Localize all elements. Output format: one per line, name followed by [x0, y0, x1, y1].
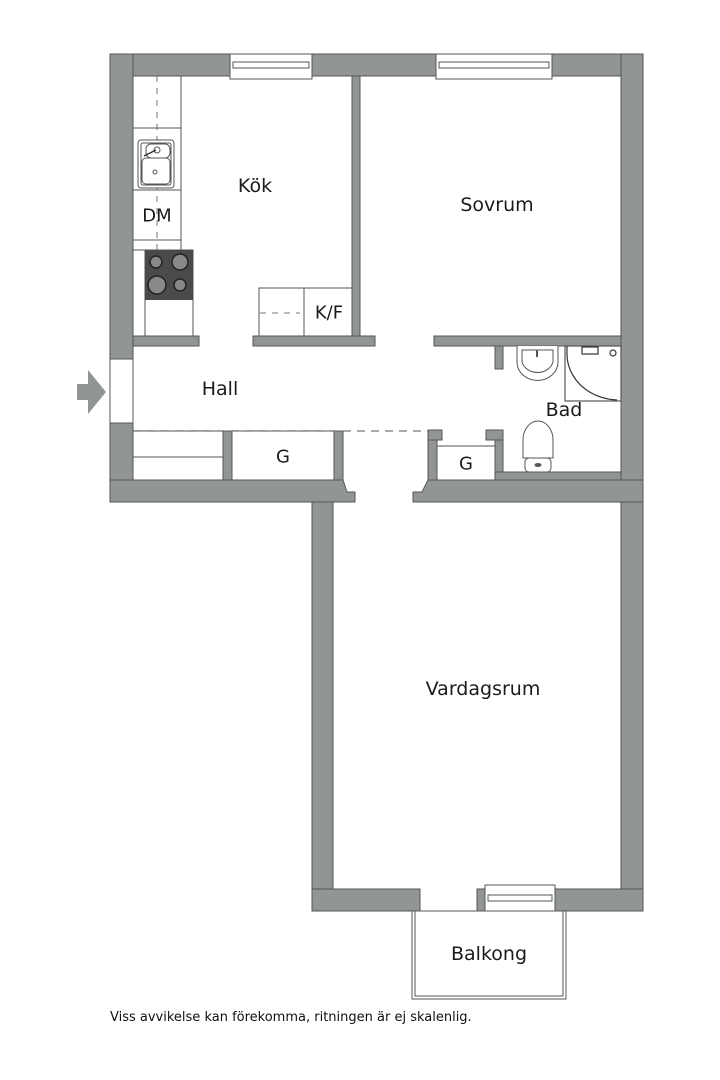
window-living — [484, 884, 556, 912]
wall-hall-bottom-right — [412, 479, 644, 503]
wall-hall-bottom-left — [109, 479, 356, 503]
bad-wardrobe — [436, 445, 496, 481]
wall-kitchen-bottom-right — [252, 335, 376, 347]
fixture-label-wardrobe-hall: G — [276, 446, 290, 468]
wall-living-bottom-left — [311, 888, 421, 912]
window-kitchen — [229, 53, 313, 80]
entrance-door — [109, 358, 134, 424]
wall-bath-stub — [494, 345, 504, 370]
hall-shelf — [132, 430, 224, 481]
stove-icon — [145, 250, 193, 300]
fixture-label-wardrobe-bad: G — [459, 453, 473, 475]
shower-icon — [564, 345, 622, 402]
wall-kitchen-bottom-left — [132, 335, 200, 347]
kitchen-sink-icon — [137, 139, 175, 189]
fixture-label-kf: K/F — [314, 302, 344, 324]
room-label-vardagsrum: Vardagsrum — [425, 678, 541, 700]
wall-left-upper — [109, 53, 134, 360]
wall-bedroom-bottom — [433, 335, 622, 347]
wall-wardrobe-left-cap — [427, 429, 443, 441]
room-label-hall: Hall — [201, 378, 239, 400]
balcony — [411, 910, 567, 1000]
wall-living-bottom-door — [476, 888, 486, 912]
wall-living-left — [311, 501, 334, 912]
hall-wardrobe — [231, 430, 335, 481]
wall-living-bottom-right — [554, 888, 644, 912]
wall-kitchen-bedroom — [351, 75, 361, 347]
disclaimer-note: Viss avvikelse kan förekomma, ritningen … — [110, 1010, 472, 1025]
fixture-label-dm: DM — [142, 205, 172, 227]
washbasin-icon — [516, 346, 559, 381]
wall-hall-wardrobe-right — [333, 430, 344, 481]
fridge-freezer — [258, 287, 353, 337]
wall-top-mid — [311, 53, 437, 77]
room-label-kok: Kök — [237, 175, 273, 197]
wall-bath-left-cap — [485, 429, 504, 441]
room-label-balkong: Balkong — [450, 943, 528, 965]
toilet-icon — [522, 420, 554, 473]
entrance-arrow-icon — [77, 370, 106, 414]
room-label-bad: Bad — [545, 399, 583, 421]
window-bedroom — [435, 53, 553, 80]
wall-hall-wardrobe-divider — [222, 430, 233, 481]
room-label-sovrum: Sovrum — [460, 194, 534, 216]
